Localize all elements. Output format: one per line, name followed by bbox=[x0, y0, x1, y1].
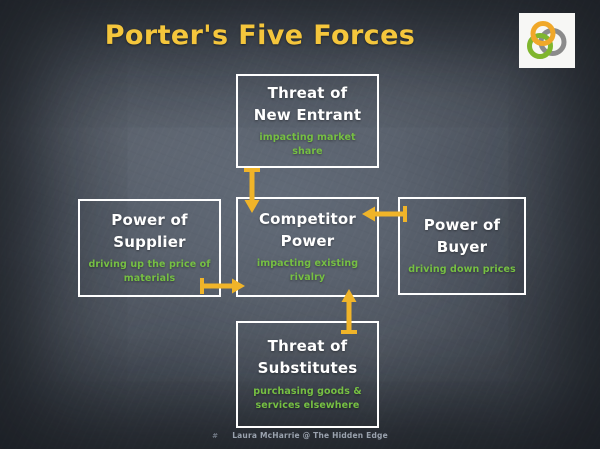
box-heading-line1: Power of bbox=[111, 210, 188, 229]
box-subtext-line2: rivalry bbox=[289, 272, 326, 284]
box-subtext-line2: materials bbox=[123, 273, 176, 285]
box-subtext-line1: purchasing goods & bbox=[253, 385, 362, 397]
box-heading-line1: Threat of bbox=[267, 337, 348, 356]
footer-credit-text: Laura McHarrie @ The Hidden Edge bbox=[232, 431, 388, 440]
box-heading-line1: Threat of bbox=[267, 83, 348, 102]
force-box-competitor-power[interactable]: Competitor Power impacting existing riva… bbox=[236, 197, 379, 297]
arrow-left-icon bbox=[362, 206, 407, 222]
arrow-right-to-center bbox=[361, 205, 407, 223]
box-heading-line2: Substitutes bbox=[257, 359, 358, 378]
force-box-power-of-buyer[interactable]: Power of Buyer driving down prices bbox=[398, 197, 526, 295]
box-heading-line1: Power of bbox=[423, 215, 501, 234]
arrow-right-icon bbox=[200, 278, 245, 294]
footer-mark: # bbox=[212, 432, 219, 440]
logo-rings-icon bbox=[527, 20, 567, 59]
box-subtext: impacting market share bbox=[259, 132, 356, 158]
box-heading-line2: Supplier bbox=[113, 232, 186, 251]
box-heading-line2: Power bbox=[280, 231, 335, 250]
arrow-up-icon bbox=[341, 289, 357, 334]
force-box-threat-of-substitutes[interactable]: Threat of Substitutes purchasing goods &… bbox=[236, 321, 379, 428]
interlocking-rings-logo bbox=[519, 13, 575, 68]
force-box-power-of-supplier[interactable]: Power of Supplier driving up the price o… bbox=[78, 199, 221, 297]
box-heading-line2: Buyer bbox=[436, 237, 488, 256]
force-box-threat-of-new-entrant[interactable]: Threat of New Entrant impacting market s… bbox=[236, 74, 379, 168]
box-subtext-line1: driving up the price of bbox=[88, 259, 211, 271]
arrow-left-to-center bbox=[200, 277, 246, 295]
box-heading-line2: New Entrant bbox=[253, 105, 362, 124]
arrow-top-to-center bbox=[243, 168, 261, 214]
footer-credit: # Laura McHarrie @ The Hidden Edge bbox=[0, 431, 600, 440]
box-heading-line1: Competitor bbox=[258, 209, 357, 228]
arrow-bottom-to-center bbox=[340, 288, 358, 334]
box-subtext-line1: impacting existing bbox=[256, 258, 359, 270]
box-subtext: driving down prices bbox=[408, 264, 516, 276]
box-subtext-line2: services elsewhere bbox=[255, 399, 360, 411]
arrow-down-icon bbox=[244, 168, 260, 213]
page-title: Porter's Five Forces bbox=[104, 20, 416, 51]
